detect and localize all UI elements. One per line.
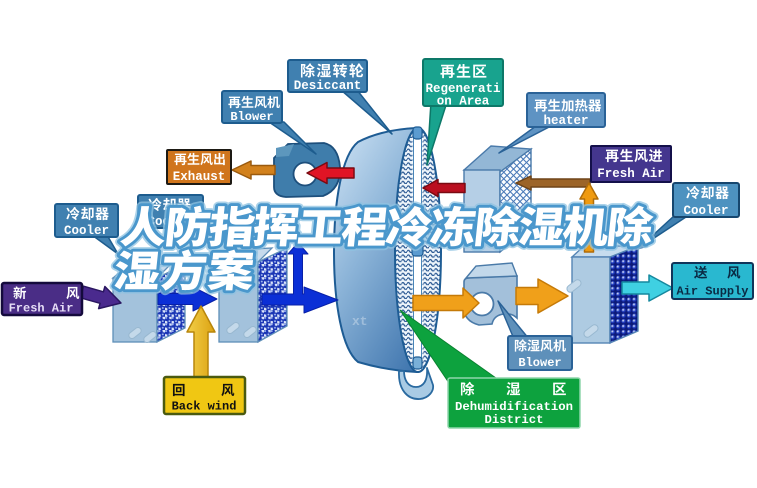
svg-text:Desiccant: Desiccant: [294, 79, 362, 93]
svg-text:heater: heater: [543, 114, 588, 128]
svg-text:Blower: Blower: [518, 356, 561, 370]
svg-text:Back wind: Back wind: [172, 400, 237, 414]
svg-text:Regenerati: Regenerati: [425, 82, 500, 96]
svg-text:District: District: [484, 413, 543, 427]
svg-text:Dehumidification: Dehumidification: [455, 400, 573, 414]
svg-text:Fresh Air: Fresh Air: [9, 302, 74, 316]
svg-text:Cooler: Cooler: [64, 224, 109, 238]
svg-text:Blower: Blower: [230, 110, 273, 124]
svg-text:Air Supply: Air Supply: [676, 285, 748, 299]
svg-text:on Area: on Area: [437, 95, 490, 109]
svg-text:xt: xt: [352, 314, 368, 329]
svg-text:Exhaust: Exhaust: [173, 170, 226, 184]
svg-text:Fresh Air: Fresh Air: [597, 167, 665, 181]
svg-text:Cooler: Cooler: [683, 204, 728, 218]
